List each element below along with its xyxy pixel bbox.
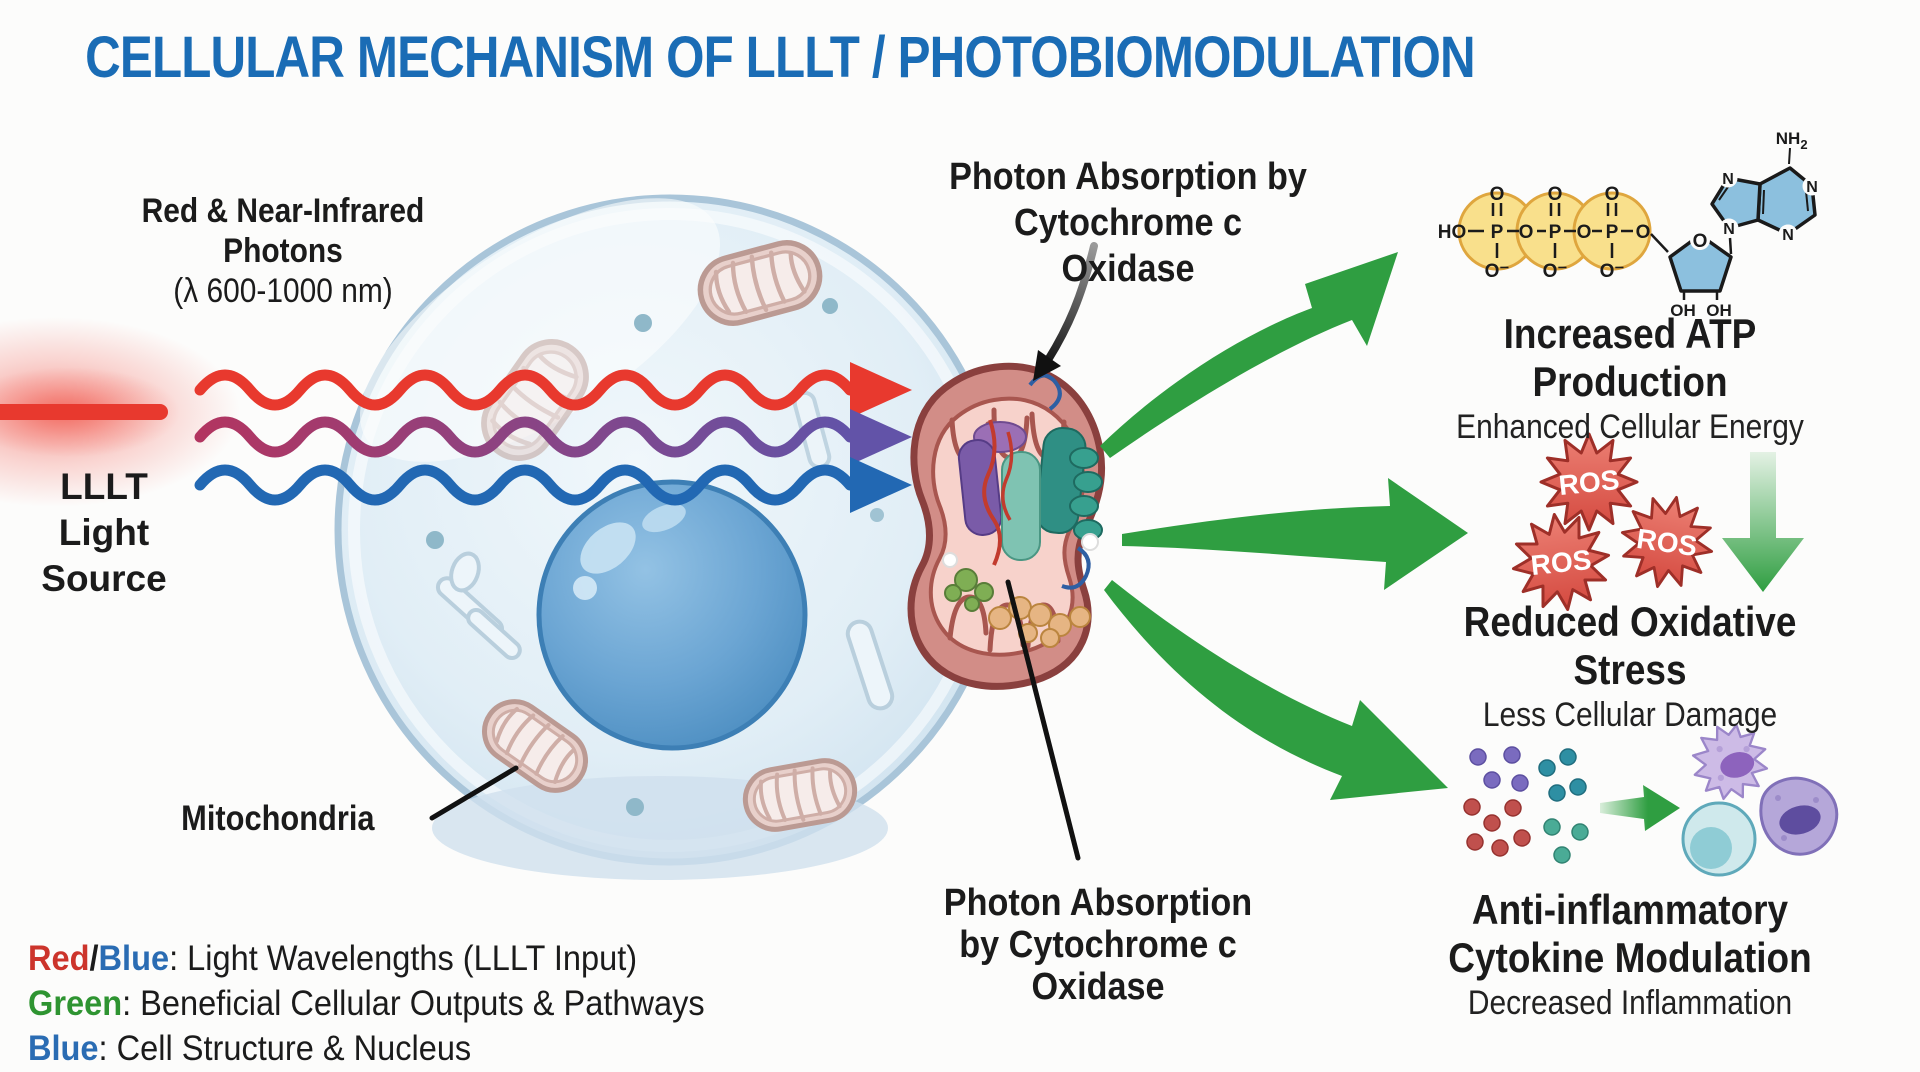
arrow-to-atp-icon [1100, 252, 1398, 458]
ros-badge: ROS [1557, 464, 1621, 501]
source-line3: Source [41, 558, 167, 599]
svg-text:O⁻: O⁻ [1543, 261, 1568, 282]
cytoplasm-dots [426, 298, 884, 816]
legend-line1-text: : Light Wavelengths (LLLT Input) [169, 939, 638, 978]
svg-text:O: O [1693, 231, 1708, 252]
svg-text:O: O [1519, 222, 1534, 243]
immune-cells [1681, 723, 1839, 877]
wave-nir [194, 416, 856, 458]
svg-text:O: O [1490, 184, 1505, 205]
svg-text:P: P [1491, 222, 1504, 243]
ros-cluster: ROS ROS ROS [1505, 432, 1804, 618]
legend-line-outputs: Green: Beneficial Cellular Outputs & Pat… [28, 981, 865, 1026]
legend-line-structure: Blue: Cell Structure & Nucleus [28, 1026, 865, 1071]
svg-text:N: N [1722, 171, 1734, 188]
legend-line-wavelengths: Red/Blue: Light Wavelengths (LLLT Input) [28, 936, 865, 981]
outcome-atp: Increased ATP Production Enhanced Cellul… [1400, 310, 1860, 448]
outcome-atp-title: Increased ATP Production [1503, 310, 1757, 405]
outcome-inflammation-title2: Cytokine Modulation [1448, 934, 1812, 981]
svg-text:N: N [1723, 221, 1735, 238]
svg-text:OH: OH [1670, 301, 1696, 320]
svg-text:HO: HO [1438, 222, 1467, 243]
absorption-label-top: Photon Absorption by Cytochrome c Oxidas… [948, 154, 1308, 292]
svg-text:O: O [1605, 184, 1620, 205]
legend-red-key: Red [28, 939, 90, 978]
decrease-arrow-icon [1722, 452, 1804, 592]
svg-text:O: O [1548, 184, 1563, 205]
svg-text:O: O [1577, 222, 1592, 243]
annotation-line-bottom [1005, 579, 1081, 861]
wave-blue-arrowhead-icon [850, 457, 912, 513]
svg-text:N: N [1806, 179, 1818, 196]
svg-text:O⁻: O⁻ [1485, 261, 1510, 282]
outcome-ros-subtitle: Less Cellular Damage [1482, 696, 1778, 734]
organelles [435, 390, 895, 711]
source-line1: LLLT [60, 466, 148, 507]
absorption-bottom-line1: Photon Absorption [943, 882, 1253, 924]
photons-line3: (λ 600-1000 nm) [173, 272, 393, 310]
outcome-inflammation-subtitle: Decreased Inflammation [1467, 984, 1793, 1022]
legend-line3-text: : Cell Structure & Nucleus [98, 1029, 472, 1068]
annotation-arrow-top-icon [1044, 242, 1098, 364]
outcome-ros: Reduced Oxidative Stress Less Cellular D… [1400, 598, 1860, 736]
mitochondrion-large-icon [907, 362, 1106, 690]
legend-blue-key: Blue [98, 939, 170, 978]
cytokine-dots [1463, 746, 1589, 864]
svg-text:P: P [1549, 222, 1562, 243]
outcome-ros-title: Reduced Oxidative Stress [1463, 598, 1797, 693]
absorption-top-line1: Photon Absorption by [949, 156, 1307, 198]
photons-line2: Photons [223, 232, 343, 270]
absorption-top-line2: Cytochrome c Oxidase [1013, 202, 1243, 290]
atp-molecule-icon: HO P P P O O O O O O O⁻ O⁻ O⁻ O OH OH [1438, 129, 1822, 320]
photons-line1: Red & Near-Infrared [141, 192, 425, 230]
source-line2: Light [58, 512, 150, 553]
wave-nir-arrowhead-icon [850, 409, 912, 465]
svg-text:P: P [1606, 222, 1619, 243]
svg-text:N: N [1782, 227, 1794, 244]
wave-red-arrowhead-icon [850, 362, 912, 418]
svg-text:NH: NH [1776, 129, 1801, 148]
photons-label: Red & Near-Infrared Photons (λ 600-1000 … [83, 191, 483, 311]
mitochondria-pointer-line [429, 765, 519, 821]
outcome-inflammation-title1: Anti-inflammatory [1471, 886, 1789, 933]
outcome-atp-subtitle: Enhanced Cellular Energy [1456, 408, 1804, 446]
macrophage-cell-icon [1759, 776, 1839, 856]
legend: Red/Blue: Light Wavelengths (LLLT Input)… [28, 936, 928, 1071]
outcome-inflammation: Anti-inflammatory Cytokine Modulation De… [1400, 886, 1860, 1024]
nucleus-icon [536, 479, 808, 751]
page-title: CELLULAR MECHANISM OF LLLT / PHOTOBIOMOD… [85, 25, 1475, 90]
mitochondria-label: Mitochondria [181, 799, 375, 838]
laser-source-icon [0, 317, 240, 507]
arrow-to-ros-icon [1122, 478, 1468, 590]
svg-text:O: O [1636, 222, 1651, 243]
cytochrome-complex-icon [942, 373, 1103, 648]
outcome-arrows [1100, 252, 1468, 800]
svg-text:OH: OH [1706, 301, 1732, 320]
legend-blue-key2: Blue [28, 1029, 99, 1068]
lymphocyte-cell-icon [1681, 801, 1757, 877]
arrow-to-inflammation-icon [1104, 580, 1448, 800]
absorption-bottom-line2: by Cytochrome c Oxidase [959, 924, 1237, 1008]
annotation-arrowhead-top-icon [1033, 350, 1061, 381]
light-waves [194, 369, 856, 506]
wave-red [194, 369, 856, 411]
ros-badge: ROS [1529, 544, 1593, 581]
legend-line2-text: : Beneficial Cellular Outputs & Pathways [122, 984, 705, 1023]
wave-blue [194, 464, 856, 506]
legend-green-key: Green [28, 984, 123, 1023]
svg-text:O⁻: O⁻ [1600, 261, 1625, 282]
svg-text:2: 2 [1800, 137, 1807, 152]
absorption-label-bottom: Photon Absorption by Cytochrome c Oxidas… [918, 882, 1278, 1008]
light-source-label: LLLT Light Source [14, 464, 194, 602]
legend-slash: / [89, 939, 99, 978]
modulation-arrow-icon [1600, 785, 1680, 831]
dendritic-cell-icon [1691, 723, 1769, 801]
